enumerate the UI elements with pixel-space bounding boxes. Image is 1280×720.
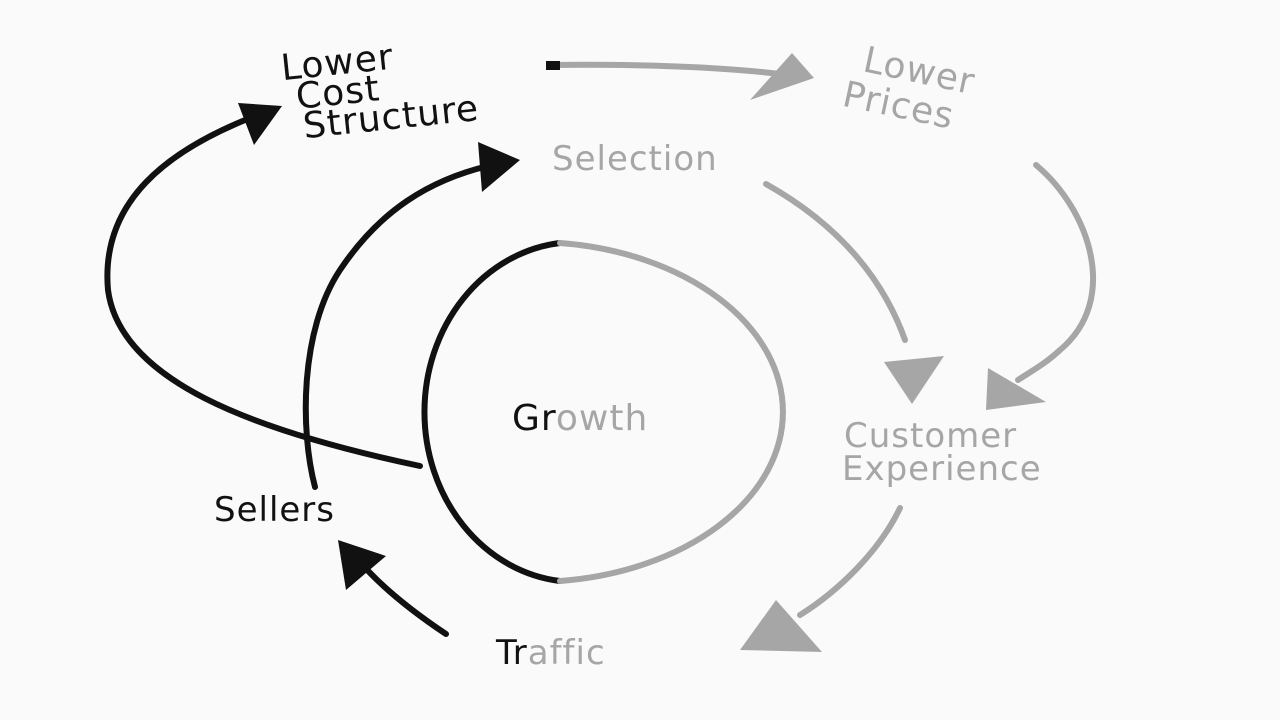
connector-notch <box>546 61 560 70</box>
arrow-sellers-to-selection <box>302 163 491 490</box>
arrow-lower-prices-to-customer-experience <box>1015 162 1097 383</box>
arrowhead-customer-experience-right <box>986 368 1046 410</box>
label-growth: Growth <box>512 398 648 439</box>
traffic-light-part: affic <box>528 633 606 673</box>
arrowhead-lower-cost <box>238 103 282 145</box>
growth-dark-part: Gr <box>512 398 556 439</box>
growth-circle-dark-arc <box>421 240 563 584</box>
label-selection: Selection <box>552 139 718 179</box>
label-sellers: Sellers <box>214 490 335 530</box>
arrow-growth-to-lower-cost <box>104 115 423 469</box>
arrowhead-selection <box>478 142 520 192</box>
arrow-lower-cost-to-lower-prices <box>547 61 783 77</box>
arrowhead-lower-prices <box>750 53 814 100</box>
label-lower-prices: Lower Prices <box>839 40 979 138</box>
arrow-traffic-to-sellers <box>357 559 449 637</box>
growth-light-part: owth <box>556 398 648 439</box>
label-customer: Customer <box>844 416 1017 456</box>
traffic-dark-part: Tr <box>495 633 528 673</box>
lower-cost-line-2: Cost <box>294 68 382 118</box>
label-experience: Experience <box>842 449 1042 489</box>
label-traffic: Traffic <box>495 633 606 673</box>
arrow-customer-experience-to-traffic <box>797 505 903 618</box>
growth-circle-light-arc <box>557 240 786 584</box>
arrowhead-traffic <box>740 600 822 652</box>
arrowhead-customer-experience-left <box>884 356 944 404</box>
arrow-selection-to-customer-experience <box>763 181 908 343</box>
arrowhead-sellers <box>338 540 386 590</box>
label-lower-cost-structure: Lower Cost Structure <box>279 37 481 148</box>
